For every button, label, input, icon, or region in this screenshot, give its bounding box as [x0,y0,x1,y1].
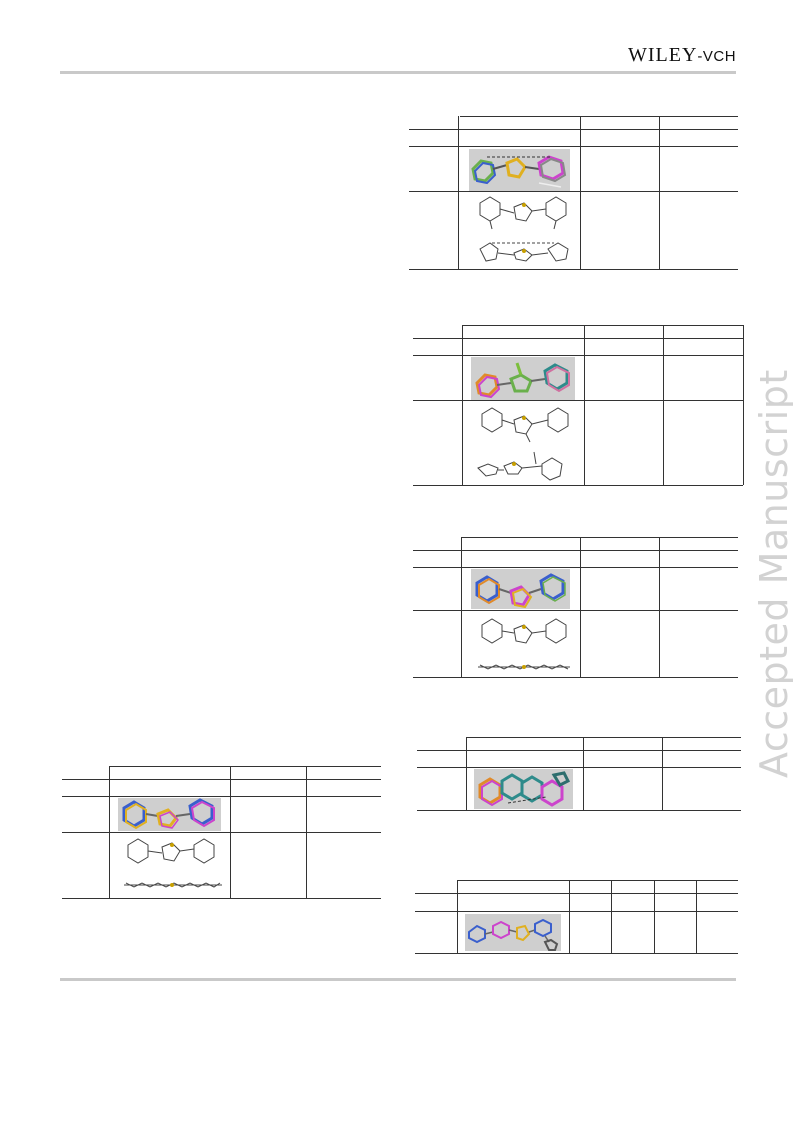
table-vertical-rule [109,766,110,898]
table-horizontal-rule [62,898,381,899]
table-vertical-rule [663,325,664,485]
table-vertical-rule [580,537,581,677]
table-horizontal-rule [417,810,741,811]
table-horizontal-rule [409,191,738,192]
overlay-structure-image [474,769,573,809]
table-horizontal-rule [413,677,738,678]
table-vertical-rule [306,766,307,898]
table-vertical-rule [230,766,231,898]
table-vertical-rule [662,737,663,810]
table-vertical-rule [659,116,660,269]
table-horizontal-rule [62,779,381,780]
table-horizontal-rule [417,767,741,768]
accepted-manuscript-watermark: Accepted Manuscript [752,369,793,778]
ortep-structure-image [470,193,578,268]
table-vertical-rule [583,737,584,810]
table-horizontal-rule [409,269,738,270]
ortep-structure-image [120,835,226,897]
table-vertical-rule [466,737,467,810]
footer-rule [60,978,736,981]
publisher-logo: WILEY-VCH [628,44,736,67]
table-horizontal-rule [62,796,381,797]
brand-suffix: -VCH [697,48,737,65]
table-vertical-rule [569,880,570,953]
table-horizontal-rule [462,537,738,538]
table-vertical-rule [457,880,458,953]
table-horizontal-rule [463,325,743,326]
table-horizontal-rule [417,750,741,751]
table-horizontal-rule [62,832,381,833]
table-vertical-rule [696,880,697,953]
table-vertical-rule [584,325,585,485]
table-horizontal-rule [413,400,743,401]
overlay-structure-image [465,914,561,951]
table-vertical-rule [654,880,655,953]
ortep-structure-image [474,402,580,484]
overlay-structure-image [471,357,575,400]
table-horizontal-rule [415,893,738,894]
table-vertical-rule [611,880,612,953]
table-vertical-rule [461,537,462,677]
header-rule [60,71,736,74]
table-horizontal-rule [458,880,738,881]
brand-main: WILEY [628,44,698,66]
table-horizontal-rule [413,550,738,551]
table-horizontal-rule [460,116,738,117]
table-horizontal-rule [413,355,743,356]
table-horizontal-rule [413,567,738,568]
table-horizontal-rule [415,953,738,954]
table-horizontal-rule [415,911,738,912]
table-vertical-rule [743,325,744,485]
table-horizontal-rule [110,766,381,767]
table-vertical-rule [458,116,459,269]
table-horizontal-rule [467,737,741,738]
overlay-structure-image [118,798,221,831]
table-horizontal-rule [409,146,738,147]
overlay-structure-image [469,149,570,191]
table-horizontal-rule [413,338,743,339]
table-vertical-rule [580,116,581,269]
overlay-structure-image [471,569,570,609]
table-horizontal-rule [413,610,738,611]
ortep-structure-image [474,613,578,676]
table-horizontal-rule [413,485,743,486]
table-horizontal-rule [409,129,738,130]
table-vertical-rule [659,537,660,677]
table-vertical-rule [462,325,463,485]
